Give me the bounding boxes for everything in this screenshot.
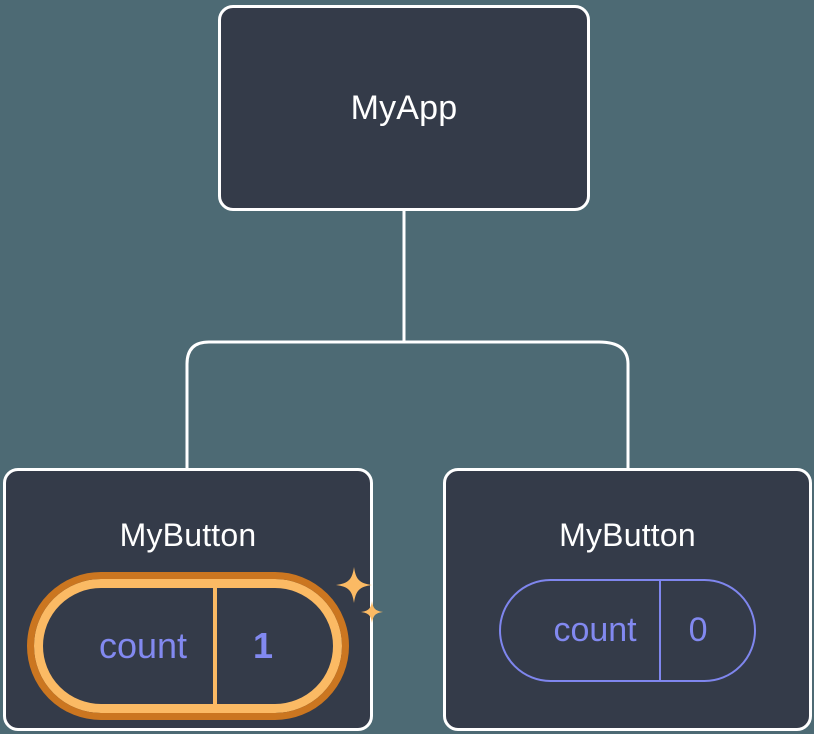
state-pill-divider: [213, 588, 218, 704]
state-pill-highlighted-wrap: count 1: [26, 567, 384, 720]
node-child-left[interactable]: MyButton count 1: [3, 468, 384, 731]
state-pill-plain-wrap: count 0: [499, 579, 756, 682]
node-root[interactable]: MyApp: [218, 5, 590, 211]
state-key-label: count: [98, 625, 188, 666]
connector-branch-bar: [185, 340, 630, 468]
sparkle-small-icon: [361, 601, 384, 623]
node-child-right[interactable]: MyButton count 0: [443, 468, 812, 731]
state-pill-highlighted[interactable]: count 1: [26, 572, 350, 720]
sparkle-large-icon: [336, 567, 373, 603]
state-value-label: 0: [688, 611, 708, 649]
node-root-title: MyApp: [350, 89, 458, 127]
node-child-right-title: MyButton: [559, 517, 696, 553]
state-key-label: count: [553, 611, 637, 649]
node-child-left-title: MyButton: [119, 517, 257, 553]
state-pill-plain[interactable]: count 0: [499, 579, 756, 682]
state-pill-divider: [658, 581, 661, 680]
state-value-label: 1: [253, 625, 274, 666]
